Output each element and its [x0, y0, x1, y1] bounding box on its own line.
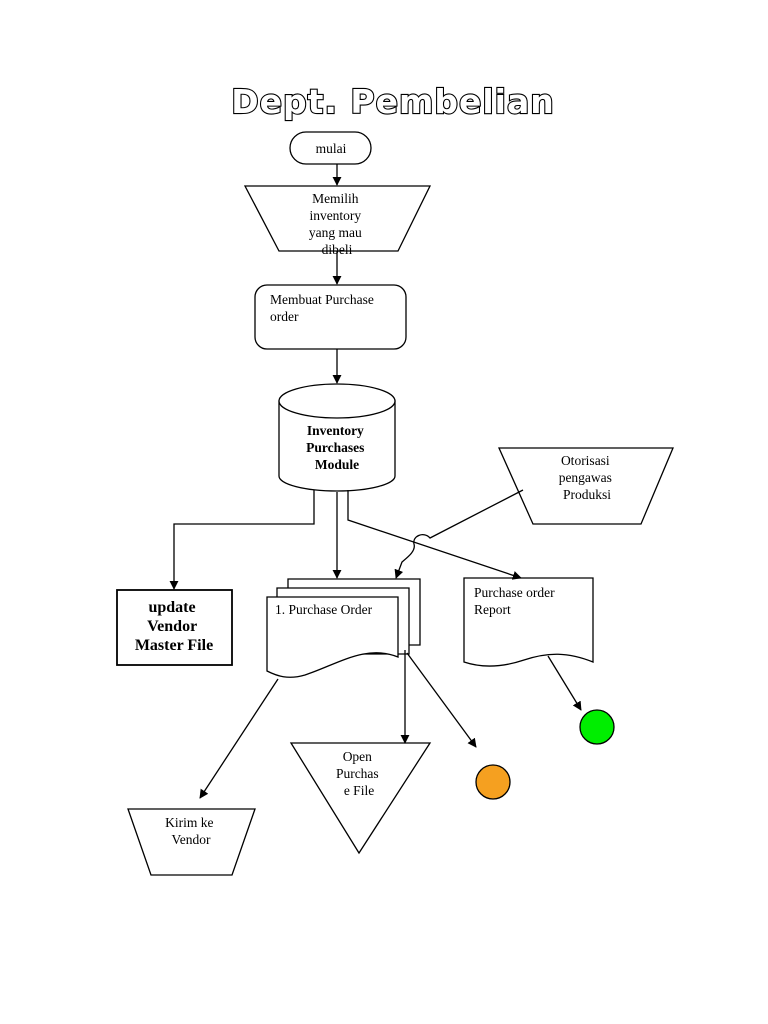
start-terminator: mulai — [289, 131, 372, 165]
purchase-order-report-label: Purchase order Report — [474, 585, 558, 617]
supervisor-authorization-manual-operation: Otorisasi pengawas Produksi — [497, 447, 674, 525]
arrow-purchase-order-to-orange-connector — [406, 652, 477, 748]
create-purchase-order-process: Membuat Purchase order — [254, 284, 407, 350]
module-label: Inventory Purchases Module — [306, 423, 368, 472]
arrow-module-to-update-vendor — [169, 490, 315, 590]
arrow-authorization-to-purchase-order — [394, 489, 524, 579]
send-to-vendor-label: Kirim ke Vendor — [165, 815, 217, 847]
orange-connector — [475, 764, 511, 800]
green-connector — [579, 709, 615, 745]
send-to-vendor-manual-operation: Kirim ke Vendor — [127, 808, 256, 876]
purchase-order-report-document: Purchase order Report — [463, 577, 594, 667]
diagram-title: Dept. Pembelian — [231, 82, 555, 121]
create-purchase-order-label: Membuat Purchase order — [270, 292, 377, 324]
select-inventory-manual-operation: Memilih inventory yang mau dibeli — [243, 185, 432, 257]
select-inventory-label: Memilih inventory yang mau dibeli — [309, 191, 365, 257]
arrow-report-to-green-connector — [547, 655, 582, 711]
open-purchase-file-label: Open Purchas e File — [336, 749, 382, 798]
purchase-order-label: 1. Purchase Order — [275, 602, 373, 617]
update-vendor-label: update Vendor Master File — [135, 599, 213, 654]
start-label: mulai — [316, 141, 347, 156]
purchase-order-multi-document: 1. Purchase Order — [266, 578, 421, 678]
inventory-purchases-module-database: Inventory Purchases Module — [278, 383, 396, 492]
flow-lines — [169, 164, 582, 799]
update-vendor-master-file-process: update Vendor Master File — [116, 589, 233, 666]
supervisor-authorization-label: Otorisasi pengawas Produksi — [559, 453, 616, 502]
arrow-module-to-report — [347, 490, 522, 580]
arrow-purchase-order-to-vendor — [199, 678, 279, 799]
open-purchase-file-storage: Open Purchas e File — [289, 742, 432, 855]
